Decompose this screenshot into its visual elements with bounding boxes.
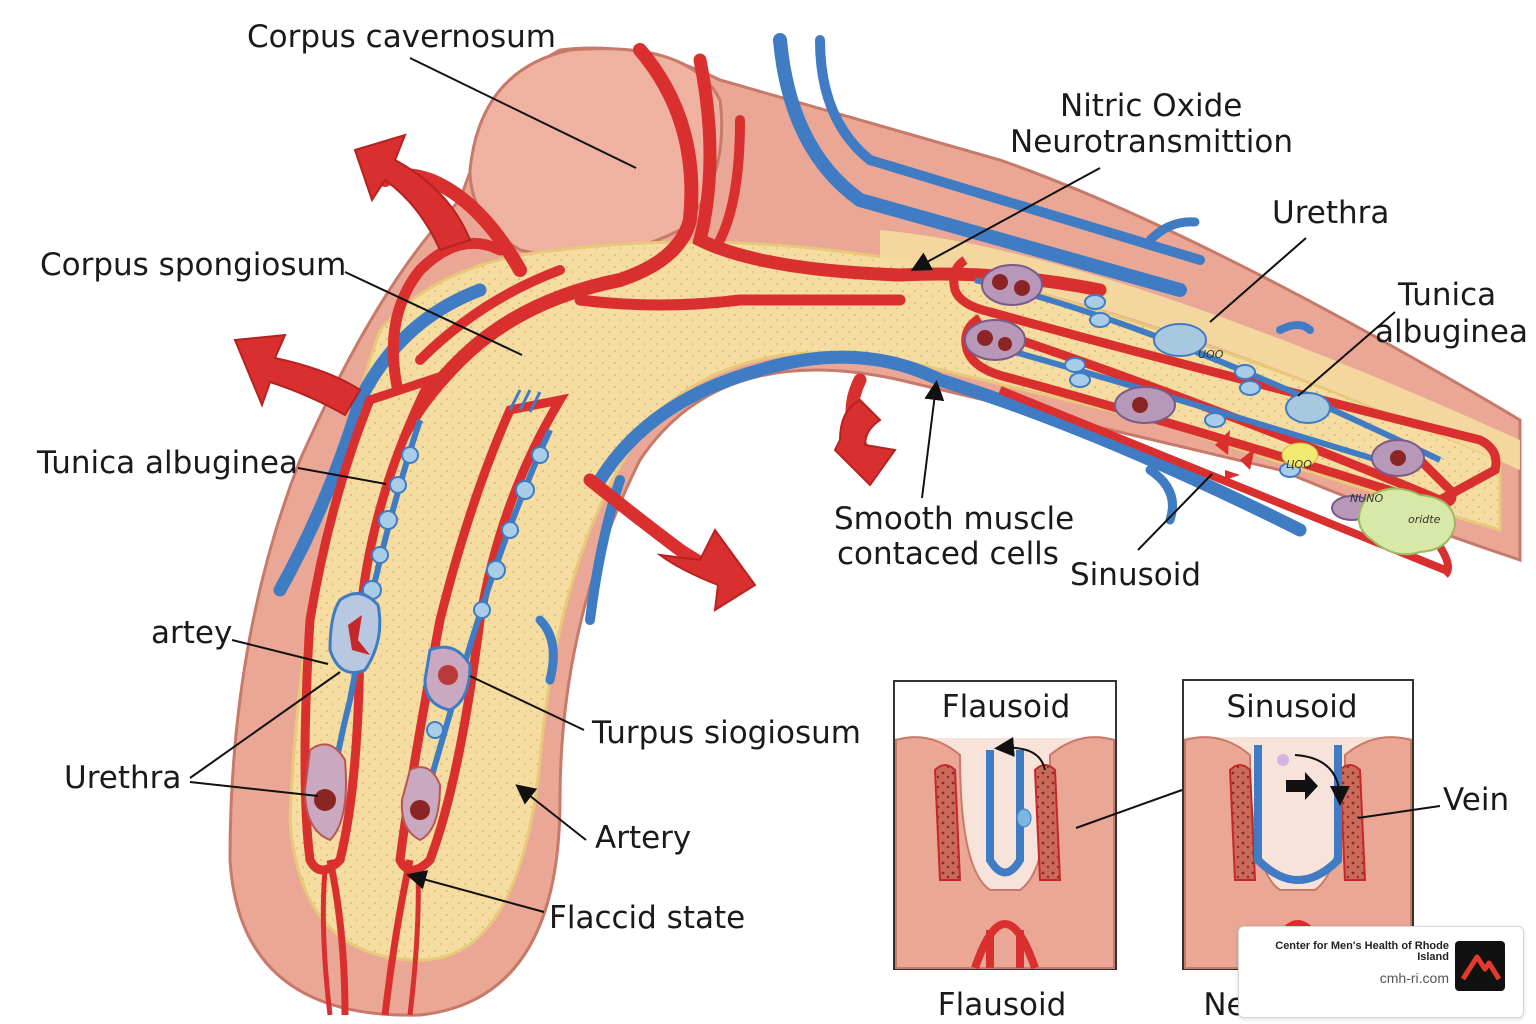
label-nitric-oxide-1: Nitric Oxide: [1060, 88, 1242, 124]
label-urethra-left: Urethra: [64, 760, 181, 796]
label-flaccid: Flaccid state: [549, 900, 745, 936]
label-tunica-top-2: albuginea: [1375, 314, 1528, 350]
brand-name: Center for Men's Health of Rhode Island: [1275, 940, 1449, 963]
label-nitric-oxide-2: Neurotransmittion: [1010, 124, 1293, 160]
brand-card: Center for Men's Health of Rhode Island …: [1238, 926, 1524, 1018]
inset-right-title: Sinusoid: [1227, 689, 1358, 725]
veins: [273, 33, 1314, 685]
label-group: Corpus cavernosum Nitric Oxide Neurotran…: [36, 19, 1528, 936]
inset-right: Sinusoid Nerve fiber: [1182, 679, 1414, 1023]
blood-flow-arrows: [233, 133, 897, 612]
brand-logo-icon: [1455, 941, 1505, 991]
micro-label-oridte: oridte: [1408, 513, 1441, 526]
inset-left-title: Flausoid: [942, 689, 1071, 725]
brand-url: cmh-ri.com: [1379, 970, 1449, 986]
label-sinusoid-main: Sinusoid: [1070, 557, 1201, 593]
micro-label-nuno: NUNO: [1350, 492, 1384, 505]
label-vein: Vein: [1443, 782, 1509, 818]
label-corpus-spongiosum: Corpus spongiosum: [40, 247, 346, 283]
micro-label-uoo2: ЦOO: [1286, 458, 1312, 471]
label-turpus: Turpus siogiosum: [591, 715, 861, 751]
micro-label-uoo: UOO: [1198, 348, 1224, 361]
label-artery: Artery: [595, 820, 691, 856]
label-tunica-top-1: Tunica: [1397, 277, 1496, 313]
left-corpora: [300, 372, 570, 1016]
label-urethra-top: Urethra: [1272, 195, 1389, 231]
inset-left: Flausoid Flausoid: [893, 680, 1117, 1023]
label-corpus-cavernosum: Corpus cavernosum: [247, 19, 556, 55]
right-corpora: [949, 256, 1501, 578]
label-smooth-muscle-1: Smooth muscle: [834, 501, 1074, 537]
inset-left-caption: Flausoid: [938, 987, 1067, 1023]
label-tunica-left: Tunica albuginea: [36, 445, 298, 481]
label-smooth-muscle-2: contaced cells: [837, 536, 1059, 572]
label-artey: artey: [151, 615, 232, 651]
